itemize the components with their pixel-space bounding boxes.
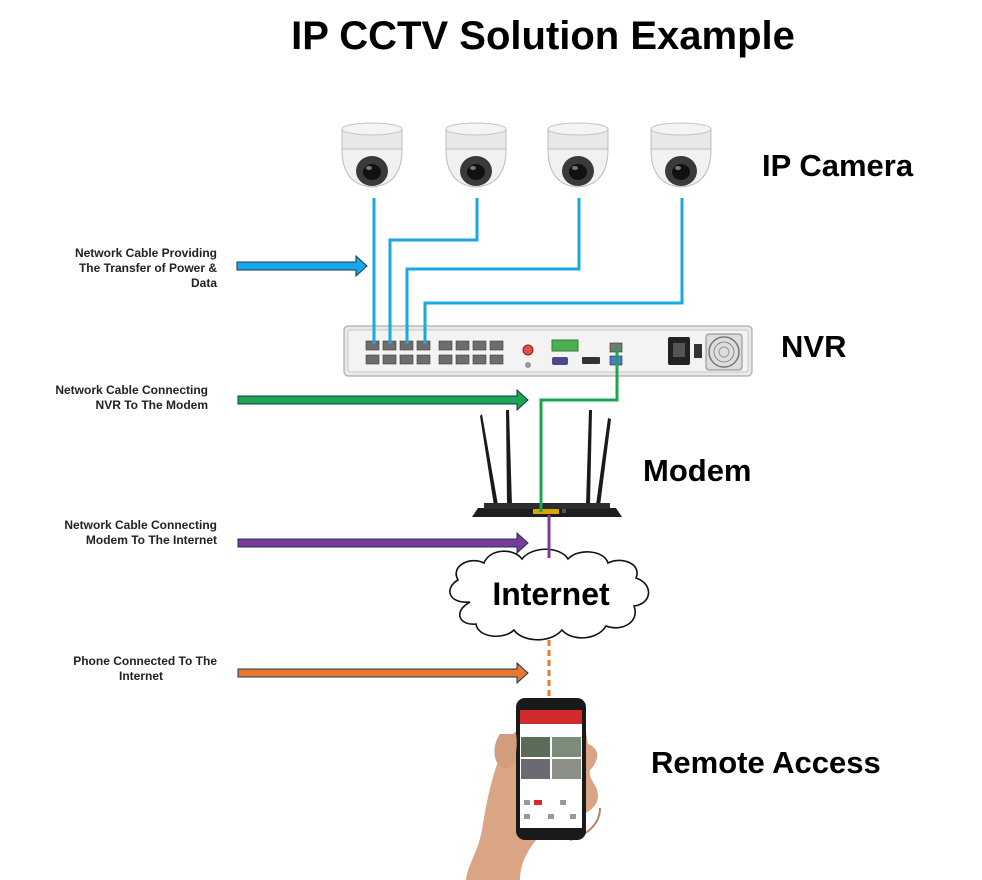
smartphone-icon [516,698,586,840]
dome-camera-icon [650,122,712,188]
label-internet: Internet [492,576,610,612]
poe-cables [372,198,684,344]
camera-4 [650,122,712,188]
modem-device [472,410,622,517]
camera-2 [445,122,507,188]
legend-label-modem-internet: Network Cable Connecting Modem To The In… [64,518,217,547]
label-modem: Modem [643,453,752,488]
legend-arrow-nvr-modem [237,388,529,412]
dome-camera-icon [445,122,507,188]
label-ip-camera: IP Camera [762,148,914,183]
nvr-modem-cable [539,347,619,512]
camera-3 [547,122,609,188]
poe-cable-3 [405,198,581,344]
label-remote-access: Remote Access [651,745,881,780]
internet-cloud [449,548,650,641]
nvr-device [343,325,753,377]
label-nvr: NVR [781,329,847,364]
camera-1 [341,122,403,188]
poe-cable-4 [423,198,684,344]
legend-arrow-poe [236,254,368,278]
legend-label-phone: Phone Connected To The Internet [73,654,217,683]
legend-label-nvr-modem: Network Cable Connecting NVR To The Mode… [55,383,208,412]
nvr-icon [343,325,753,377]
remote-access-phone [466,698,601,880]
legend-arrow-modem-internet [237,531,529,555]
legend-arrow-phone [237,661,529,685]
dome-camera-icon [547,122,609,188]
legend-label-poe: Network Cable Providing The Transfer of … [74,246,217,290]
router-icon [472,410,622,517]
page-title: IP CCTV Solution Example [291,14,795,58]
cloud-icon [449,548,650,641]
poe-cable-2 [388,198,479,344]
dome-camera-icon [341,122,403,188]
